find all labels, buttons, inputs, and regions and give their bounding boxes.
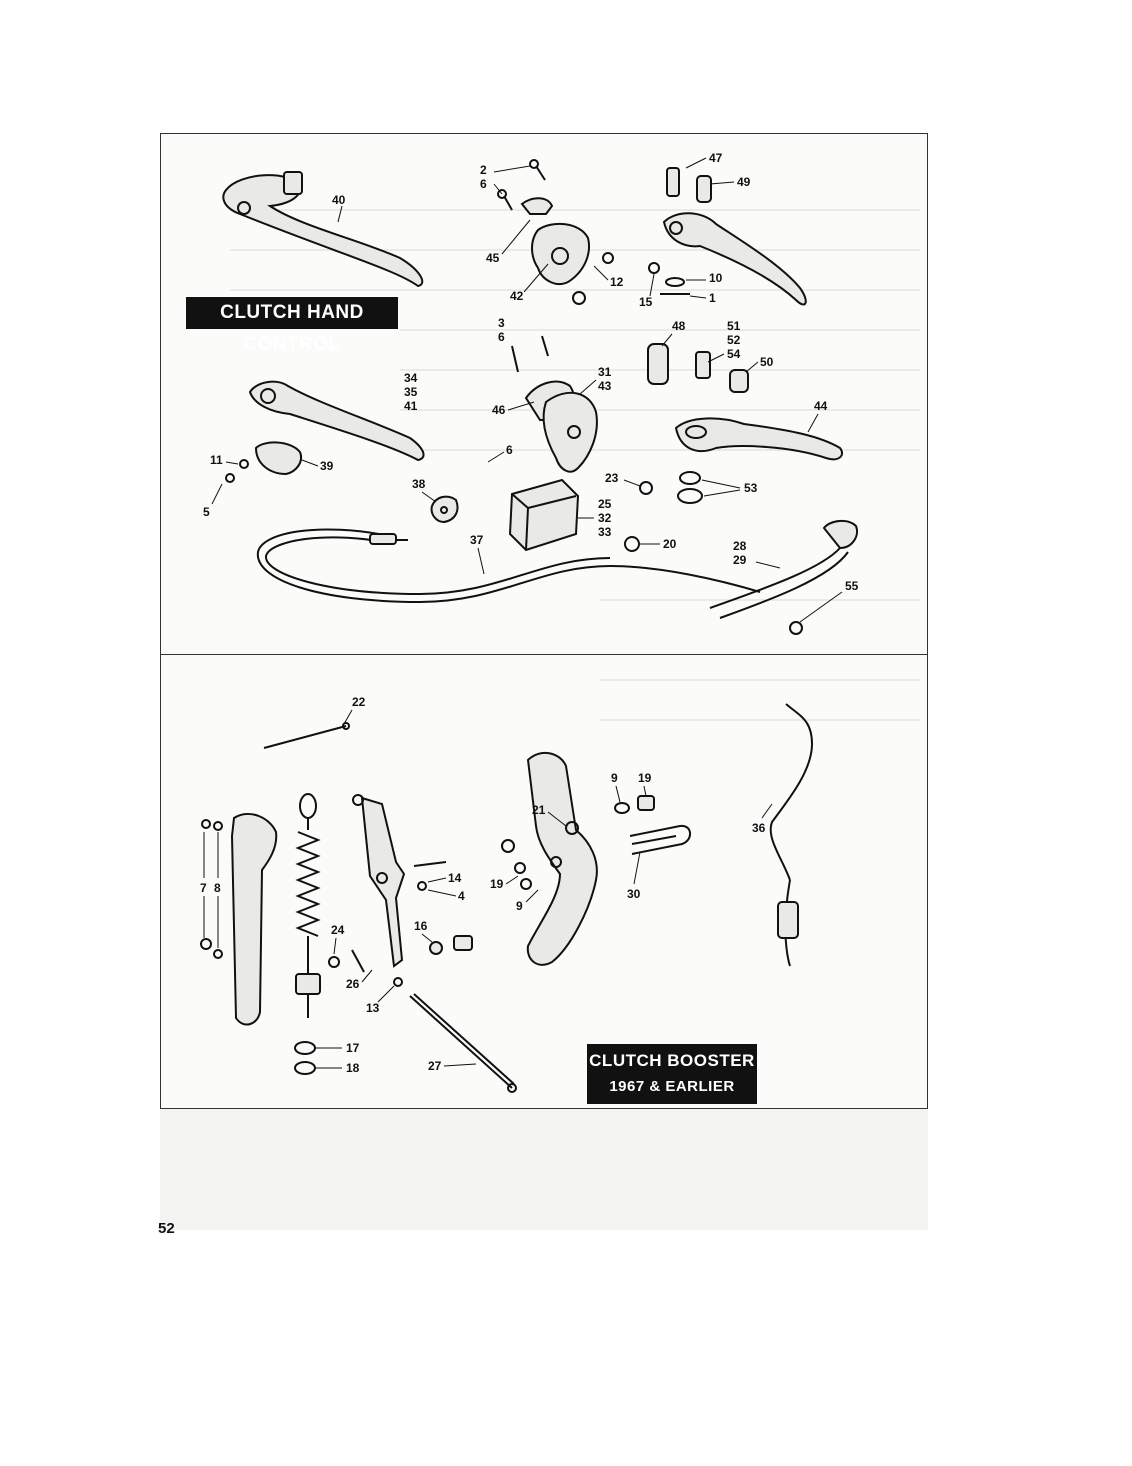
callout-45: 45 — [486, 251, 500, 265]
bracket-46-31 — [511, 335, 598, 473]
callout-43: 43 — [598, 379, 612, 393]
callout-21: 21 — [532, 803, 546, 817]
callout-9-top: 9 — [611, 771, 618, 785]
callout-12: 12 — [610, 275, 624, 289]
callout-37: 37 — [470, 533, 484, 547]
callout-40: 40 — [332, 193, 346, 207]
callout-25: 25 — [598, 497, 612, 511]
callout-4: 4 — [458, 889, 465, 903]
page-number: 52 — [158, 1220, 175, 1237]
clutch-hand-control-title: CLUTCH HAND CONTROL — [186, 297, 398, 355]
callout-8: 8 — [214, 881, 221, 895]
callout-2: 2 — [480, 163, 487, 177]
callout-15: 15 — [639, 295, 653, 309]
callout-29: 29 — [733, 553, 747, 567]
callout-35: 35 — [404, 385, 418, 399]
callout-17: 17 — [346, 1041, 360, 1055]
callout-6-top: 6 — [480, 177, 487, 191]
callout-32: 32 — [598, 511, 612, 525]
washer-nut-9-19-clamp-30 — [614, 795, 691, 855]
hand-lever-40 — [222, 171, 424, 288]
hand-lever-34 — [248, 380, 425, 476]
callout-11: 11 — [210, 453, 223, 467]
callout-7: 7 — [200, 881, 207, 895]
callout-41: 41 — [404, 399, 418, 413]
callout-31: 31 — [598, 365, 612, 379]
callout-22: 22 — [352, 695, 366, 709]
callout-48: 48 — [672, 319, 686, 333]
bleed-through-lines — [230, 209, 920, 721]
nuts-16-24-26-13 — [328, 935, 473, 987]
callout-20: 20 — [663, 537, 677, 551]
callout-3: 3 — [498, 316, 505, 330]
callout-54: 54 — [727, 347, 741, 361]
callout-49: 49 — [737, 175, 751, 189]
callout-38: 38 — [412, 477, 426, 491]
callout-30: 30 — [627, 887, 641, 901]
lever-44-upper — [662, 212, 807, 306]
callout-19-top: 19 — [638, 771, 652, 785]
clutch-cable-36 — [769, 703, 814, 967]
washers-53-23 — [639, 471, 703, 504]
callout-53: 53 — [744, 481, 758, 495]
callout-36: 36 — [752, 821, 766, 835]
callout-10: 10 — [709, 271, 723, 285]
callout-50: 50 — [760, 355, 774, 369]
pushrod-27 — [263, 722, 517, 1093]
booster-housing-25 — [508, 478, 640, 552]
clutch-booster-title-line2: 1967 & EARLIER — [609, 1078, 735, 1095]
callout-28: 28 — [733, 539, 747, 553]
clip-38-39 — [225, 459, 459, 524]
callout-23: 23 — [605, 471, 619, 485]
callout-16: 16 — [414, 919, 428, 933]
bracket-45-42 — [520, 197, 614, 305]
scan-bottom-margin — [160, 1108, 928, 1230]
callout-26: 26 — [346, 977, 360, 991]
callout-5: 5 — [203, 505, 210, 519]
spring-assembly — [294, 793, 321, 1075]
callout-51: 51 — [727, 319, 741, 333]
callout-42: 42 — [510, 289, 524, 303]
bellcrank-bracket — [352, 794, 447, 968]
callout-39: 39 — [320, 459, 334, 473]
callout-24: 24 — [331, 923, 345, 937]
callout-14: 14 — [448, 871, 462, 885]
callout-9-low: 9 — [516, 899, 523, 913]
callout-layer: 47 49 2 6 40 45 42 12 15 10 1 3 6 48 — [200, 151, 859, 1075]
pins-47-49 — [648, 167, 712, 295]
cable-37 — [256, 528, 761, 604]
clutch-booster-title-line1: CLUTCH BOOSTER — [589, 1051, 755, 1070]
callout-52: 52 — [727, 333, 741, 347]
callout-6-mid: 6 — [498, 330, 505, 344]
foot-lever-44 — [674, 417, 844, 461]
callout-47: 47 — [709, 151, 723, 165]
screw-2 — [497, 159, 546, 211]
callout-34: 34 — [404, 371, 418, 385]
clutch-booster-title: CLUTCH BOOSTER 1967 & EARLIER — [587, 1044, 757, 1104]
callout-18: 18 — [346, 1061, 360, 1075]
foot-lever-28 — [709, 520, 858, 635]
section-divider — [160, 654, 928, 655]
callout-1: 1 — [709, 291, 716, 305]
callout-19-low: 19 — [490, 877, 504, 891]
pedal-arm-7 — [200, 813, 278, 1026]
callout-33: 33 — [598, 525, 612, 539]
callout-55: 55 — [845, 579, 859, 593]
callout-6-lower: 6 — [506, 443, 513, 457]
callout-27: 27 — [428, 1059, 442, 1073]
callout-44: 44 — [814, 399, 828, 413]
pin-48-50 — [647, 343, 749, 393]
callout-46: 46 — [492, 403, 506, 417]
release-lever-21 — [501, 751, 598, 966]
callout-13: 13 — [366, 1001, 380, 1015]
